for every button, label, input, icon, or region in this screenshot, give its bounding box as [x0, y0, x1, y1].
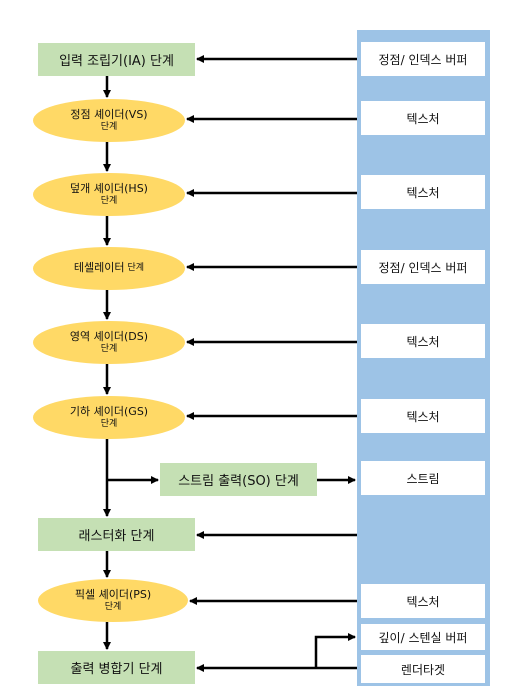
stage-domain-shader-suffix: 단계 [100, 343, 118, 354]
stage-tessellator-name: 테셀레이터 [73, 261, 125, 275]
memory-resources-column [357, 30, 490, 686]
stage-hull-shader: 덮개 셰이더(HS) 단계 [33, 173, 185, 216]
stage-hull-shader-suffix: 단계 [100, 195, 118, 206]
stage-tessellator-suffix: 단계 [127, 263, 145, 274]
stage-vertex-shader-suffix: 단계 [100, 121, 118, 132]
arrow-om-to-depth-stencil [314, 633, 356, 668]
stage-geometry-shader-name: 기하 셰이더(GS) [69, 405, 149, 418]
resource-render-target: 렌더타겟 [361, 655, 485, 683]
stage-geometry-shader: 기하 셰이더(GS) 단계 [33, 396, 185, 439]
stage-pixel-shader-suffix: 단계 [104, 601, 122, 612]
resource-vertex-index-buffer-2: 정점/ 인덱스 버퍼 [361, 250, 485, 284]
stage-input-assembler: 입력 조립기(IA) 단계 [38, 43, 195, 76]
stage-vertex-shader: 정점 셰이더(VS) 단계 [33, 99, 185, 142]
resource-stream: 스트림 [361, 461, 485, 495]
stage-pixel-shader-name: 픽셀 셰이더(PS) [74, 588, 152, 601]
stage-geometry-shader-suffix: 단계 [100, 418, 118, 429]
resource-texture-vs: 텍스처 [361, 101, 485, 135]
resource-vertex-index-buffer-1: 정점/ 인덱스 버퍼 [361, 42, 485, 76]
stage-domain-shader: 영역 셰이더(DS) 단계 [33, 321, 185, 364]
stage-pixel-shader: 픽셀 셰이더(PS) 단계 [38, 579, 188, 622]
stage-domain-shader-name: 영역 셰이더(DS) [69, 330, 149, 343]
resource-texture-ds: 텍스처 [361, 324, 485, 358]
stage-rasterizer: 래스터화 단계 [38, 518, 195, 551]
stage-tessellator: 테셀레이터 단계 [33, 247, 185, 290]
stage-stream-output: 스트림 출력(SO) 단계 [160, 463, 317, 496]
resource-depth-stencil-buffer: 깊이/ 스텐실 버퍼 [361, 624, 485, 650]
stage-vertex-shader-name: 정점 셰이더(VS) [70, 108, 148, 121]
resource-texture-hs: 텍스처 [361, 175, 485, 209]
stage-output-merger: 출력 병합기 단계 [38, 651, 195, 684]
resource-texture-ps: 텍스처 [361, 584, 485, 618]
resource-texture-gs: 텍스처 [361, 399, 485, 433]
stage-hull-shader-name: 덮개 셰이더(HS) [70, 182, 148, 195]
